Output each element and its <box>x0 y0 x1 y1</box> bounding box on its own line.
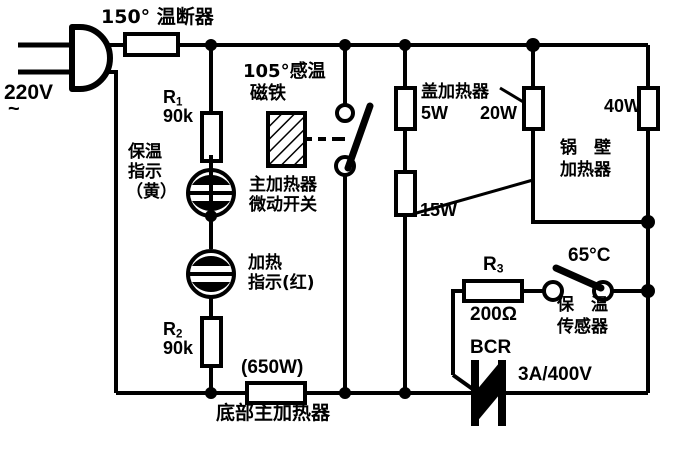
neutral-return-wire <box>106 70 211 395</box>
magnet-label-line1: 105°感温 <box>243 61 326 82</box>
lid-heater-power-b: 20W <box>480 103 518 123</box>
micro-switch-label-line2: 微动开关 <box>249 195 317 215</box>
r3-ref-sub: 3 <box>496 261 504 276</box>
lid-heater-power-a: 5W <box>421 103 448 123</box>
r2-ref: R <box>163 319 176 339</box>
bottom-main-heater-label: 底部主加热器 <box>216 402 331 424</box>
branch-micro-switch <box>266 39 374 399</box>
magnet-label-line2: 磁铁 <box>250 83 286 104</box>
keep-warm-lamp-label-line1: 保温 <box>128 142 162 162</box>
wall-heater-power: 40W <box>604 96 642 116</box>
thermal-fuse-branch <box>106 32 345 57</box>
r1-ref-label: R1 <box>163 88 182 109</box>
ac-symbol-label: ~ <box>8 98 20 120</box>
mains-voltage-label: 220V <box>4 81 54 104</box>
thermostat-gate-circuit <box>451 222 655 393</box>
r3-value-label: 200Ω <box>470 304 517 325</box>
thermostat-label-line1: 保 温 <box>557 295 608 315</box>
thermal-fuse-label: 150° 温断器 <box>101 6 214 28</box>
heating-lamp-label-line2: 指示(红) <box>248 273 315 293</box>
triac-bcr <box>471 360 506 426</box>
triac-name-label: BCR <box>470 337 512 358</box>
branch-wall-heater <box>412 38 660 229</box>
wall-heater-label-line2: 加热器 <box>560 160 611 180</box>
heating-lamp-label-line1: 加热 <box>248 253 282 273</box>
thermostat-label-line2: 传感器 <box>557 317 608 337</box>
r1-ref-sub: 1 <box>176 96 183 109</box>
r3-ref: R <box>483 254 497 275</box>
r1-value-label: 90k <box>163 106 194 126</box>
bottom-main-heater-power: (650W) <box>241 357 304 378</box>
r3-ref-label: R3 <box>483 254 504 276</box>
mains-plug <box>18 24 113 92</box>
r2-ref-sub: 2 <box>176 328 183 341</box>
keep-warm-lamp-label-line3: （黄） <box>126 182 177 202</box>
r2-ref-label: R2 <box>163 320 182 341</box>
keep-warm-lamp-label-line2: 指示 <box>128 162 162 182</box>
heater-15w-power: 15W <box>420 200 458 220</box>
triac-rating-label: 3A/400V <box>518 364 592 385</box>
branch-lid-heater <box>394 39 417 399</box>
wall-heater-label-line1: 锅 壁 <box>560 138 611 158</box>
micro-switch-label-line1: 主加热器 <box>249 175 317 195</box>
bottom-rail <box>211 381 648 405</box>
r1-ref: R <box>163 87 176 107</box>
lid-heater-label: 盖加热器 <box>421 82 489 102</box>
branch-indicator-lamps <box>186 39 236 399</box>
thermostat-temp-label: 65°C <box>568 245 611 266</box>
r2-value-label: 90k <box>163 338 194 358</box>
